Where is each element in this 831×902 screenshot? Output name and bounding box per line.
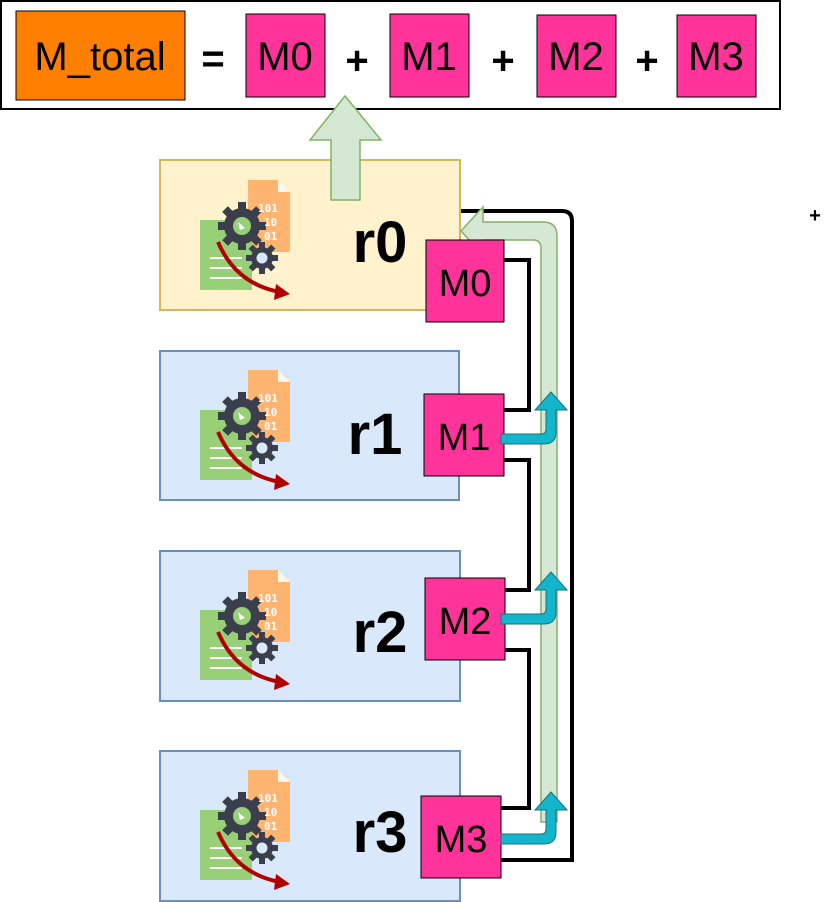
binary-digits: 101 xyxy=(258,592,278,605)
model-label: M2 xyxy=(439,601,492,643)
binary-digits: 101 xyxy=(258,392,278,405)
connector-m0-m1 xyxy=(503,258,531,412)
rank-label: r3 xyxy=(353,800,408,865)
total-label: M_total xyxy=(34,35,165,79)
term-box-m2: M2 xyxy=(536,14,617,98)
model-label: M0 xyxy=(439,263,492,305)
term-label: M2 xyxy=(548,35,604,79)
model-box-m2: M2 xyxy=(424,577,506,661)
send-arrow-m3 xyxy=(500,791,569,845)
model-label: M1 xyxy=(438,417,491,459)
term-box-m1: M1 xyxy=(389,13,470,98)
term-label: M3 xyxy=(688,35,744,79)
model-label: M3 xyxy=(435,819,488,861)
rank-label: r0 xyxy=(353,210,408,275)
plus-sign: + xyxy=(345,39,368,83)
stray-plus-mark: + xyxy=(809,205,821,227)
binary-digits: 01 xyxy=(264,820,278,833)
reduce-flow-arrow xyxy=(459,205,558,823)
binary-digits: 10 xyxy=(264,606,277,619)
connector-m1-m2 xyxy=(503,458,531,592)
plus-sign: + xyxy=(635,39,658,83)
ring-connector-outer xyxy=(461,209,574,862)
term-label: M1 xyxy=(401,35,457,79)
binary-digits: 10 xyxy=(264,806,277,819)
plus-sign: + xyxy=(491,39,514,83)
binary-digits: 10 xyxy=(264,406,277,419)
equals-sign: = xyxy=(201,37,224,81)
rank-label: r2 xyxy=(353,600,408,665)
model-box-m0: M0 xyxy=(425,239,505,323)
binary-digits: 01 xyxy=(264,620,278,633)
binary-digits: 101 xyxy=(258,202,278,215)
connector-m2-m3 xyxy=(500,648,531,810)
rank-box-r1[interactable]: r1 xyxy=(159,350,460,501)
model-box-m3: M3 xyxy=(420,795,502,879)
total-box: M_total xyxy=(15,10,186,101)
binary-digits: 101 xyxy=(258,792,278,805)
term-box-m3: M3 xyxy=(676,14,757,98)
result-up-arrow xyxy=(308,94,383,201)
send-arrow-m2 xyxy=(500,571,569,625)
rank-box-r3[interactable]: r3 xyxy=(159,750,461,902)
rank-box-r2[interactable]: r2 xyxy=(159,550,461,702)
model-box-m1: M1 xyxy=(423,393,505,477)
term-label: M0 xyxy=(257,35,313,79)
send-arrow-m1 xyxy=(500,391,569,445)
term-box-m0: M0 xyxy=(245,13,326,98)
binary-digits: 01 xyxy=(264,420,278,433)
rank-label: r1 xyxy=(348,402,403,467)
binary-digits: 01 xyxy=(264,230,278,243)
rank-box-r0[interactable]: r0 xyxy=(159,159,461,311)
binary-digits: 10 xyxy=(264,216,277,229)
